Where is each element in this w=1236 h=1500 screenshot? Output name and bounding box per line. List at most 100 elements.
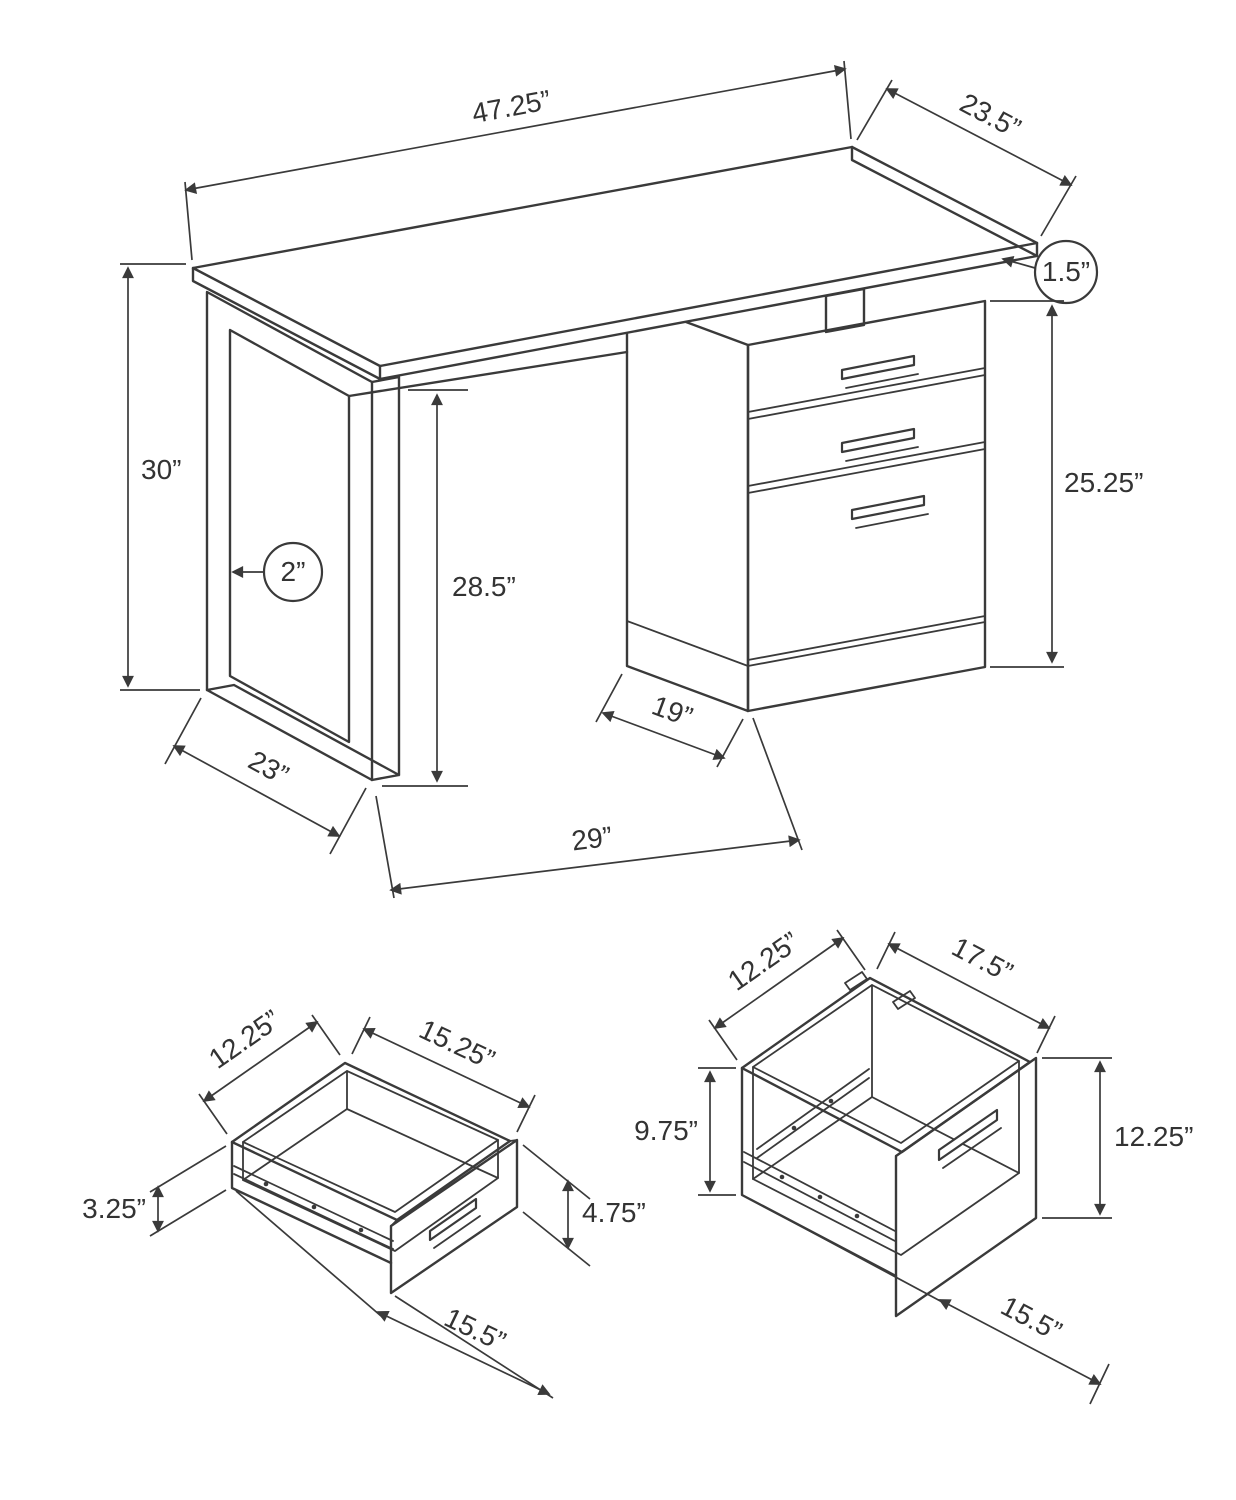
dim-label-small-depth: 15.25” (415, 1013, 500, 1075)
dimension-line (172, 745, 341, 837)
dim-label-small-side-height: 3.25” (82, 1193, 146, 1224)
dim-label-file-front-height: 12.25” (1114, 1121, 1193, 1152)
dimension-line (713, 936, 845, 1030)
screw-dot (791, 1125, 797, 1131)
dim-label-small-front-height: 4.75” (582, 1197, 646, 1228)
dim-file-drawer-depth: 17.5” (876, 931, 1056, 1054)
callout-leg-thickness: 2” (231, 541, 324, 603)
dim-small-side-height: 3.25” (82, 1145, 227, 1237)
dim-label-overall-height: 30” (141, 454, 181, 485)
dim-label-file-side-height: 9.75” (634, 1115, 698, 1146)
dim-label-leg-depth: 23” (243, 744, 293, 791)
extension-lines (698, 1067, 736, 1196)
dimension-line (362, 1027, 531, 1109)
dimension-line (202, 1020, 319, 1103)
dimension-line (376, 1311, 551, 1395)
extension-lines (164, 697, 367, 855)
leg-outer-frame (205, 290, 374, 782)
desktop-edge-band (191, 145, 1039, 381)
callout-circle (1033, 239, 1099, 305)
panel-connectors (895, 1057, 1037, 1157)
dim-pedestal-depth: 19” (595, 673, 744, 768)
dim-label-small-bottom-depth: 15.5” (440, 1302, 511, 1358)
drawer-inner-corners (242, 1070, 499, 1181)
extension-lines (149, 1145, 227, 1237)
leg-inner-frame (228, 328, 351, 744)
callout-top-thickness: 1.5” (1001, 239, 1099, 305)
file-drawer-view: 12.25” 17.5” 9.75” 12.25” 15.5” (634, 926, 1193, 1405)
drawer-handle-shadow (942, 1127, 1002, 1169)
drawer-handle-file (850, 494, 926, 521)
dim-label-leg-thickness: 2” (281, 556, 306, 587)
extension-lines (1042, 1057, 1112, 1219)
extension-lines (749, 1198, 1110, 1405)
screw-dot (358, 1227, 364, 1233)
drawer-side-wall (230, 1140, 393, 1265)
drawer-front-panel (389, 1138, 519, 1295)
screw-dot (263, 1181, 269, 1187)
cabinet-base-line (626, 620, 749, 667)
drawer-handle-shadow (433, 1215, 481, 1249)
screw-dot (779, 1174, 785, 1180)
drawer-inner-bottom (752, 1096, 1020, 1256)
inner-slide-rail (756, 1068, 870, 1159)
extension-lines (382, 389, 468, 787)
drawer-front-panel (894, 1056, 1038, 1318)
dim-label-file-width: 12.25” (722, 926, 805, 997)
drawer-slide-rail (233, 1165, 394, 1250)
dim-desk-top-length: 47.25” (184, 60, 852, 261)
drawer-slide-rail (743, 1151, 896, 1242)
dim-small-front-height: 4.75” (522, 1144, 646, 1267)
slide-hardware-tabs (844, 971, 916, 1010)
drawer-handle-file-shadow (855, 513, 929, 529)
extension-lines (120, 263, 200, 691)
extension-lines (876, 931, 1056, 1054)
desk-view: 47.25” 23.5” 1.5” 30” 2” 28.5” (120, 60, 1143, 899)
dim-label-pedestal-depth: 19” (648, 690, 697, 733)
drawer-handle-middle-shadow (845, 446, 919, 462)
dim-label-open-width: 29” (570, 821, 614, 857)
drawer-inner-corners (752, 984, 1020, 1180)
drawer-handle (937, 1108, 999, 1162)
dim-label-top-depth: 23.5” (955, 87, 1026, 144)
dim-clearance-height: 28.5” (382, 389, 516, 787)
dim-label-pedestal-height: 25.25” (1064, 467, 1143, 498)
drawer-gap-lines (747, 367, 986, 667)
dim-label-top-thickness: 1.5” (1042, 256, 1090, 287)
back-apron-line (347, 350, 629, 398)
drawer-rim-outer (230, 1061, 512, 1222)
leg-side-thickness (205, 375, 401, 782)
screw-dot (854, 1213, 860, 1219)
dim-file-bottom-depth: 15.5” (749, 1198, 1110, 1405)
dimension-line (389, 835, 801, 895)
drawer-handle-middle (840, 427, 916, 454)
dim-open-width: 29” (375, 717, 803, 899)
cabinet-front-face (746, 299, 987, 713)
dimension-line (885, 88, 1073, 186)
screw-dot (817, 1194, 823, 1200)
dimension-line (887, 943, 1051, 1029)
dimension-line (601, 710, 726, 761)
leader-arrow (1001, 256, 1036, 269)
screw-dot (828, 1098, 834, 1104)
mounting-bracket (824, 287, 866, 334)
dim-label-file-bottom-depth: 15.5” (996, 1290, 1067, 1347)
screw-dot (311, 1204, 317, 1210)
drawer-handle-top (840, 354, 916, 381)
desktop-top-surface (191, 145, 1039, 368)
dim-label-top-length: 47.25” (469, 84, 553, 129)
panel-connectors (390, 1139, 518, 1227)
dim-label-clearance-height: 28.5” (452, 571, 516, 602)
small-drawer-view: 12.25” 15.25” 3.25” 4.75” 15.5” (82, 1004, 646, 1399)
drawer-inner-bottom (242, 1108, 499, 1252)
drawer-rim-inner (752, 984, 1020, 1144)
dim-file-side-height: 9.75” (634, 1067, 736, 1196)
drawer-side-wall (740, 1066, 898, 1278)
dim-file-drawer-width: 12.25” (708, 926, 866, 1061)
dim-overall-height: 30” (120, 263, 200, 691)
dimension-line (184, 64, 847, 195)
dim-desk-top-depth: 23.5” (856, 79, 1077, 237)
dim-pedestal-height: 25.25” (990, 300, 1143, 668)
